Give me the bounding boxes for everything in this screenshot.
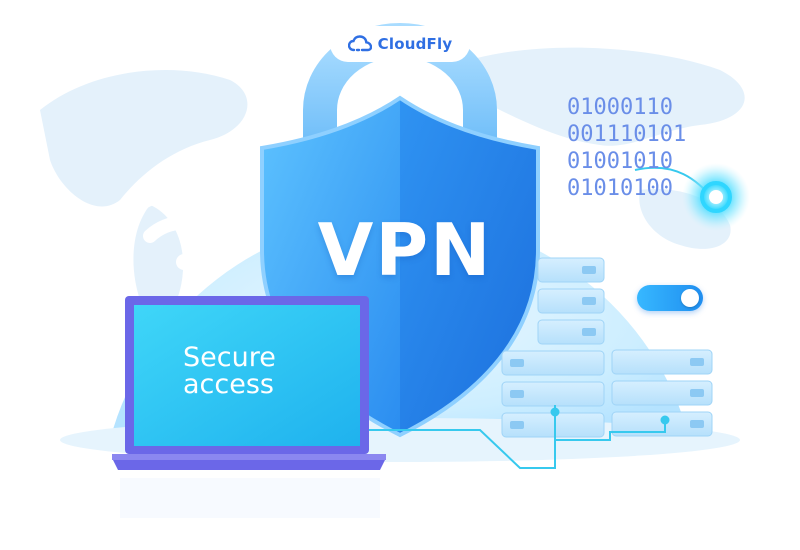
cloud-icon [347,35,372,52]
brand-header: CloudFly [330,26,470,62]
binary-line: 01001010 [567,149,673,174]
glow-node [682,163,750,231]
toggle-switch-icon [637,285,703,311]
laptop-screen-text: Secure access [183,344,276,398]
brand-name: CloudFly [377,35,453,53]
shield-label: VPN [317,208,493,292]
screen-line-access: access [183,369,274,400]
reflection [120,478,380,518]
binary-line: 01010100 [567,176,673,201]
server-rack-icon [501,257,713,438]
laptop-icon [112,296,386,470]
screen-line-secure: Secure [183,342,276,373]
binary-line: 01000110 [567,95,673,120]
wifi-icon [121,184,247,270]
toggle-knob [681,289,699,307]
binary-line: 001110101 [567,122,687,147]
binary-code: 01000110 001110101 01001010 01010100 [567,94,686,202]
